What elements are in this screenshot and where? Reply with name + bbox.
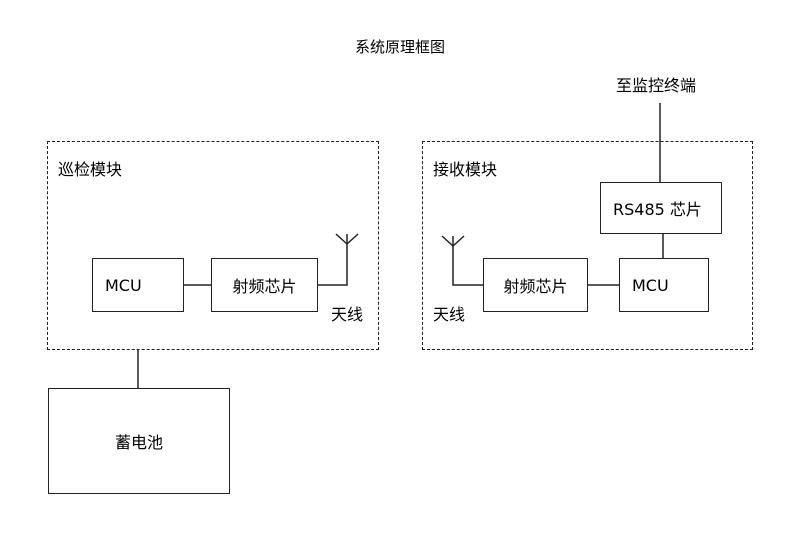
rf-chip-box-left: 射频芯片 (211, 258, 318, 312)
rf-chip-box-right: 射频芯片 (483, 258, 588, 312)
diagram-title: 系统原理框图 (354, 38, 445, 56)
inspection-module-group (47, 141, 379, 350)
antenna-label-right: 天线 (433, 305, 466, 324)
inspection-module-label: 巡检模块 (58, 160, 123, 179)
mcu-box-right: MCU (619, 258, 709, 312)
receiver-module-label: 接收模块 (433, 160, 498, 179)
receiver-module-group (422, 141, 753, 350)
mcu-box-left: MCU (92, 258, 184, 312)
rs485-chip-box: RS485 芯片 (600, 182, 722, 234)
monitor-terminal-label: 至监控终端 (616, 76, 697, 95)
antenna-label-left: 天线 (331, 305, 364, 324)
battery-box: 蓄电池 (48, 388, 230, 494)
